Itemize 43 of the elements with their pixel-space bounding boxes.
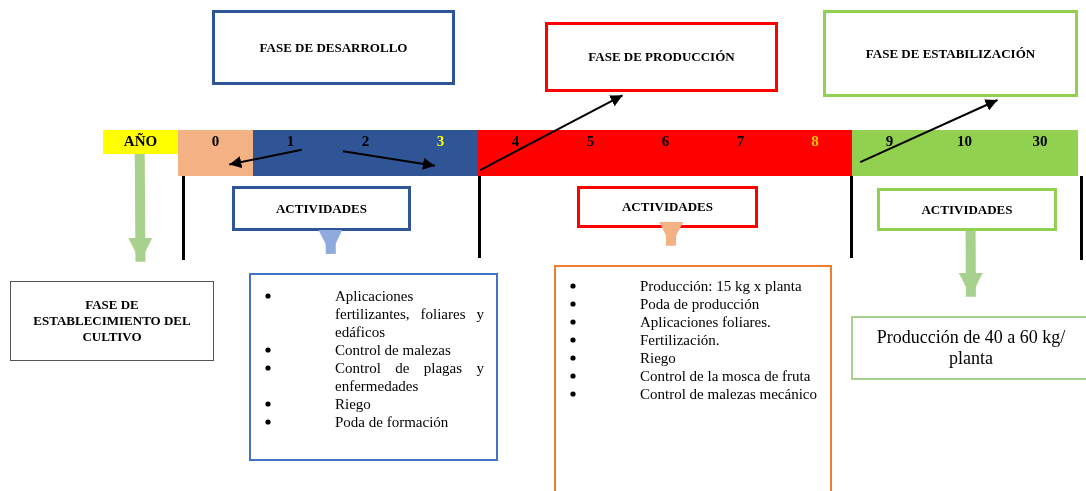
year-cell: 2 xyxy=(328,130,403,176)
year-cell: 7 xyxy=(703,130,778,176)
arrow xyxy=(342,150,436,170)
list-item: Fertilización. xyxy=(640,332,720,348)
phase-box: FASE DE DESARROLLO xyxy=(212,10,455,85)
block-arrow xyxy=(659,221,684,246)
activities-box: ACTIVIDADES xyxy=(577,186,758,228)
block-arrow xyxy=(958,231,983,297)
activities-box: ACTIVIDADES xyxy=(232,186,411,231)
arrow xyxy=(859,98,999,164)
year-cell: 0 xyxy=(178,130,253,176)
phase-box: FASE DE PRODUCCIÓN xyxy=(545,22,778,92)
year-cell: AÑO xyxy=(103,130,178,154)
year-cell: 5 xyxy=(553,130,628,176)
result-box: Producción de 40 a 60 kg/ planta xyxy=(851,316,1086,380)
list-item: Riego xyxy=(335,396,371,412)
list-item: Riego xyxy=(640,350,676,366)
phase-box: FASE DE ESTABILIZACIÓN xyxy=(823,10,1078,97)
phase-box: FASE DE ESTABLECIMIENTO DEL CULTIVO xyxy=(10,281,214,361)
arrow xyxy=(228,148,303,168)
year-cell: 4 xyxy=(478,130,553,176)
year-cell: 3 xyxy=(403,130,478,176)
year-cell: 30 xyxy=(1002,130,1078,176)
year-cell: 8 xyxy=(778,130,852,176)
list-item: Aplicaciones fertilizantes, foliares y edáficos xyxy=(335,288,484,340)
arrow xyxy=(479,94,624,171)
block-arrow xyxy=(128,153,153,262)
list-item: Control de plagas y enfermedades xyxy=(335,360,484,394)
activity-list-box xyxy=(249,273,498,461)
list-item: Aplicaciones foliares. xyxy=(640,314,771,330)
list-item: Control de malezas mecánico xyxy=(640,386,817,402)
activities-box: ACTIVIDADES xyxy=(877,188,1057,231)
year-cell: 9 xyxy=(852,130,927,176)
list-item: Control de malezas xyxy=(335,342,451,358)
block-arrow xyxy=(318,229,343,254)
year-cell: 1 xyxy=(253,130,328,176)
list-item: Control de la mosca de fruta xyxy=(640,368,811,384)
year-cell: 6 xyxy=(628,130,703,176)
list-item: Producción: 15 kg x planta xyxy=(640,278,802,294)
activity-list-box xyxy=(554,265,832,491)
year-cell: 10 xyxy=(927,130,1002,176)
list-item: Poda de formación xyxy=(335,414,449,430)
list-item: Poda de producción xyxy=(640,296,760,312)
